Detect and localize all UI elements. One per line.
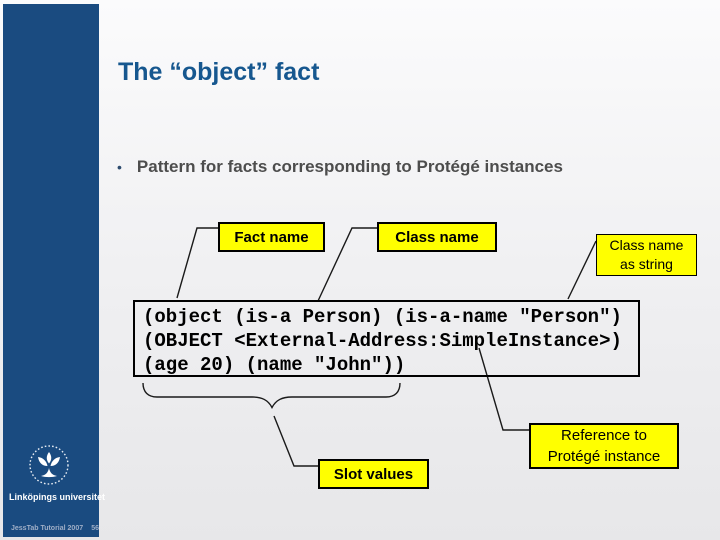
label-fact-name: Fact name (218, 222, 325, 252)
label-slot-values: Slot values (318, 459, 429, 489)
footer-course-label: JessTab Tutorial 2007 (11, 525, 84, 532)
fact-name-connector (176, 227, 218, 299)
bullet-item: • Pattern for facts corresponding to Pro… (117, 157, 657, 177)
page-number: 56 (91, 525, 99, 532)
code-box: (object (is-a Person) (is-a-name "Person… (133, 300, 640, 377)
bullet-marker: • (117, 159, 122, 175)
label-class-name: Class name (377, 222, 497, 252)
university-wordmark: Linköpings universitet (9, 492, 106, 502)
slot-values-connector (273, 415, 318, 467)
class-name-string-connector (567, 240, 597, 300)
label-reference-to-instance: Reference to Protégé instance (529, 423, 679, 469)
slide-title: The “object” fact (118, 58, 320, 86)
slide-footer: JessTab Tutorial 2007 56 (11, 525, 99, 532)
code-line-1: (object (is-a Person) (is-a-name "Person… (143, 306, 622, 328)
class-name-connector (317, 227, 377, 302)
sidebar-band: Linköpings universitet JessTab Tutorial … (3, 4, 106, 537)
code-line-3: (age 20) (name "John")) (143, 354, 406, 376)
bullet-text: Pattern for facts corresponding to Proté… (136, 157, 563, 176)
slot-values-brace (142, 382, 401, 409)
code-line-2: (OBJECT <External-Address:SimpleInstance… (143, 330, 622, 352)
university-seal-icon (29, 445, 69, 485)
label-class-name-as-string: Class name as string (596, 234, 697, 276)
